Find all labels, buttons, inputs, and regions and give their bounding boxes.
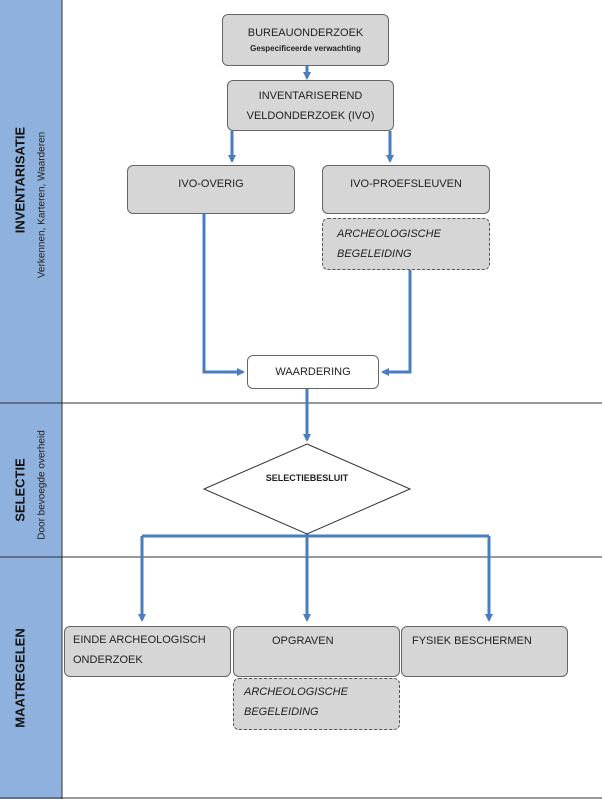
node-einde-line2: ONDERZOEK [73,654,143,666]
lane-band-selectie [0,403,62,557]
node-einde-onderzoek: EINDE ARCHEOLOGISCH ONDERZOEK [64,626,231,677]
arrow-begeleiding-to-waardering [381,270,412,376]
node-begeleiding-2-line2: BEGELEIDING [244,706,319,718]
node-ivo-overig-label: IVO-OVERIG [178,178,244,190]
node-begeleiding-2-line1: ARCHEOLOGISCHE [244,686,348,698]
node-begeleiding-1-line1: ARCHEOLOGISCHE [337,228,441,240]
node-selectiebesluit-label: SELECTIEBESLUIT [265,473,349,483]
node-opgraven-label: OPGRAVEN [272,635,334,647]
node-fysiek-label: FYSIEK BESCHERMEN [412,635,532,647]
node-begeleiding-1-line2: BEGELEIDING [337,248,412,260]
node-waardering: WAARDERING [247,355,379,389]
selectiebesluit-diamond [202,443,412,535]
lane-title-inventarisatie: INVENTARISATIE [12,126,28,234]
node-ivo-proefsleuven: IVO-PROEFSLEUVEN [322,165,490,214]
node-waardering-label: WAARDERING [275,366,351,378]
lane-subtitle-selectie: Door bevoegde overheid [36,430,48,540]
node-opgraven: OPGRAVEN [233,626,400,677]
node-bureauonderzoek-title: BUREAUONDERZOEK [247,27,364,39]
node-ivo-overig: IVO-OVERIG [127,165,295,214]
lane-band-inventarisatie [0,0,62,403]
lane-title-maatregelen: MAATREGELEN [12,628,28,728]
node-archeologische-begeleiding-2: ARCHEOLOGISCHE BEGELEIDING [233,678,400,730]
arrow-overig-to-waardering [202,214,245,376]
node-bureauonderzoek-subtitle: Gespecificeerde verwachting [250,44,361,53]
node-einde-line1: EINDE ARCHEOLOGISCH [73,634,206,646]
lane-title-selectie: SELECTIE [12,458,28,522]
node-ivo-line1: INVENTARISEREND [258,89,363,102]
node-bureauonderzoek: BUREAUONDERZOEK Gespecificeerde verwacht… [222,14,389,66]
node-ivo-line2: VELDONDERZOEK (IVO) [246,109,375,122]
node-ivo-proefsleuven-label: IVO-PROEFSLEUVEN [350,178,462,190]
node-ivo: INVENTARISEREND VELDONDERZOEK (IVO) [227,80,394,131]
lane-band-maatregelen [0,557,62,799]
lane-subtitle-inventarisatie: Verkennen, Karteren, Waarderen [36,131,48,279]
node-archeologische-begeleiding-1: ARCHEOLOGISCHE BEGELEIDING [322,218,490,270]
node-fysiek-beschermen: FYSIEK BESCHERMEN [401,626,568,677]
